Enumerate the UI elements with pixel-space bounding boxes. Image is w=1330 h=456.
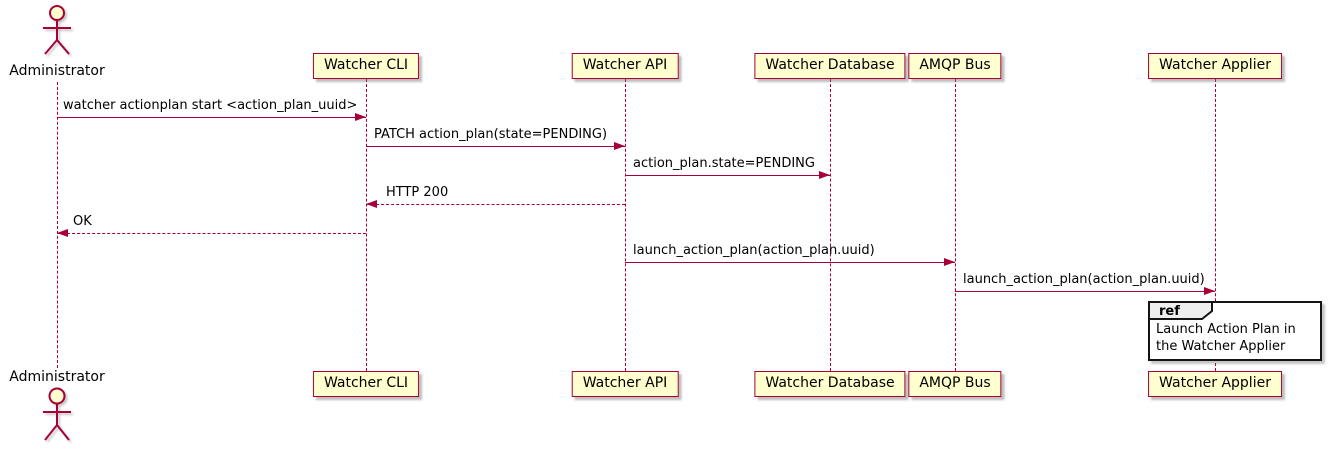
lifeline-amqp-bus [955, 79, 956, 371]
arrowhead-icon [944, 257, 955, 266]
message-label-state-pending: action_plan.state=PENDING [633, 156, 815, 171]
arrowhead-icon [819, 170, 830, 179]
actor-label-administrator-top: Administrator [9, 63, 105, 79]
participant-top-amqp-bus: AMQP Bus [908, 53, 1002, 79]
message-arrow-launch-action-plan-api [625, 257, 955, 266]
message-arrow-patch-action-plan [366, 141, 625, 150]
lifeline-watcher-database [830, 79, 831, 371]
arrowhead-icon [355, 112, 366, 121]
participant-bottom-watcher-applier: Watcher Applier [1148, 371, 1282, 397]
message-label-launch-action-plan-amqp: launch_action_plan(action_plan.uuid) [963, 272, 1205, 287]
message-label-ok: OK [73, 214, 92, 229]
actor-icon [43, 387, 71, 441]
message-label-launch-action-plan-api: launch_action_plan(action_plan.uuid) [633, 243, 875, 258]
lifeline-watcher-applier [1215, 79, 1216, 371]
message-arrow-ok [57, 228, 366, 237]
ref-keyword: ref [1159, 304, 1180, 319]
lifeline-administrator [57, 82, 58, 368]
actor-figure-top [39, 4, 75, 58]
participant-bottom-watcher-database: Watcher Database [754, 371, 906, 397]
participant-top-watcher-cli: Watcher CLI [312, 53, 420, 79]
ref-header-icon: ref [1149, 302, 1213, 320]
message-label-start-actionplan: watcher actionplan start <action_plan_uu… [63, 98, 358, 113]
participant-bottom-watcher-cli: Watcher CLI [312, 371, 420, 397]
actor-label-administrator-bottom: Administrator [9, 369, 105, 385]
lifeline-watcher-cli [366, 79, 367, 371]
message-arrow-launch-action-plan-amqp [955, 286, 1215, 295]
participant-top-watcher-applier: Watcher Applier [1148, 53, 1282, 79]
message-arrow-start-actionplan [57, 112, 366, 121]
message-label-patch-action-plan: PATCH action_plan(state=PENDING) [374, 127, 608, 142]
participant-top-watcher-api: Watcher API [571, 53, 679, 79]
actor-figure-bottom [39, 386, 75, 444]
participant-bottom-watcher-api: Watcher API [571, 371, 679, 397]
arrowhead-icon [366, 199, 377, 208]
arrowhead-icon [614, 141, 625, 150]
ref-fragment-text: Launch Action Plan in the Watcher Applie… [1156, 322, 1296, 354]
lifeline-watcher-api [625, 79, 626, 371]
actor-icon [43, 5, 71, 55]
participant-top-watcher-database: Watcher Database [754, 53, 906, 79]
ref-fragment: ref Launch Action Plan in the Watcher Ap… [1148, 301, 1322, 361]
participant-bottom-amqp-bus: AMQP Bus [908, 371, 1002, 397]
arrowhead-icon [1204, 286, 1215, 295]
message-arrow-state-pending [625, 170, 830, 179]
message-arrow-http-200 [366, 199, 625, 208]
arrowhead-icon [57, 228, 68, 237]
message-label-http-200: HTTP 200 [386, 185, 449, 200]
